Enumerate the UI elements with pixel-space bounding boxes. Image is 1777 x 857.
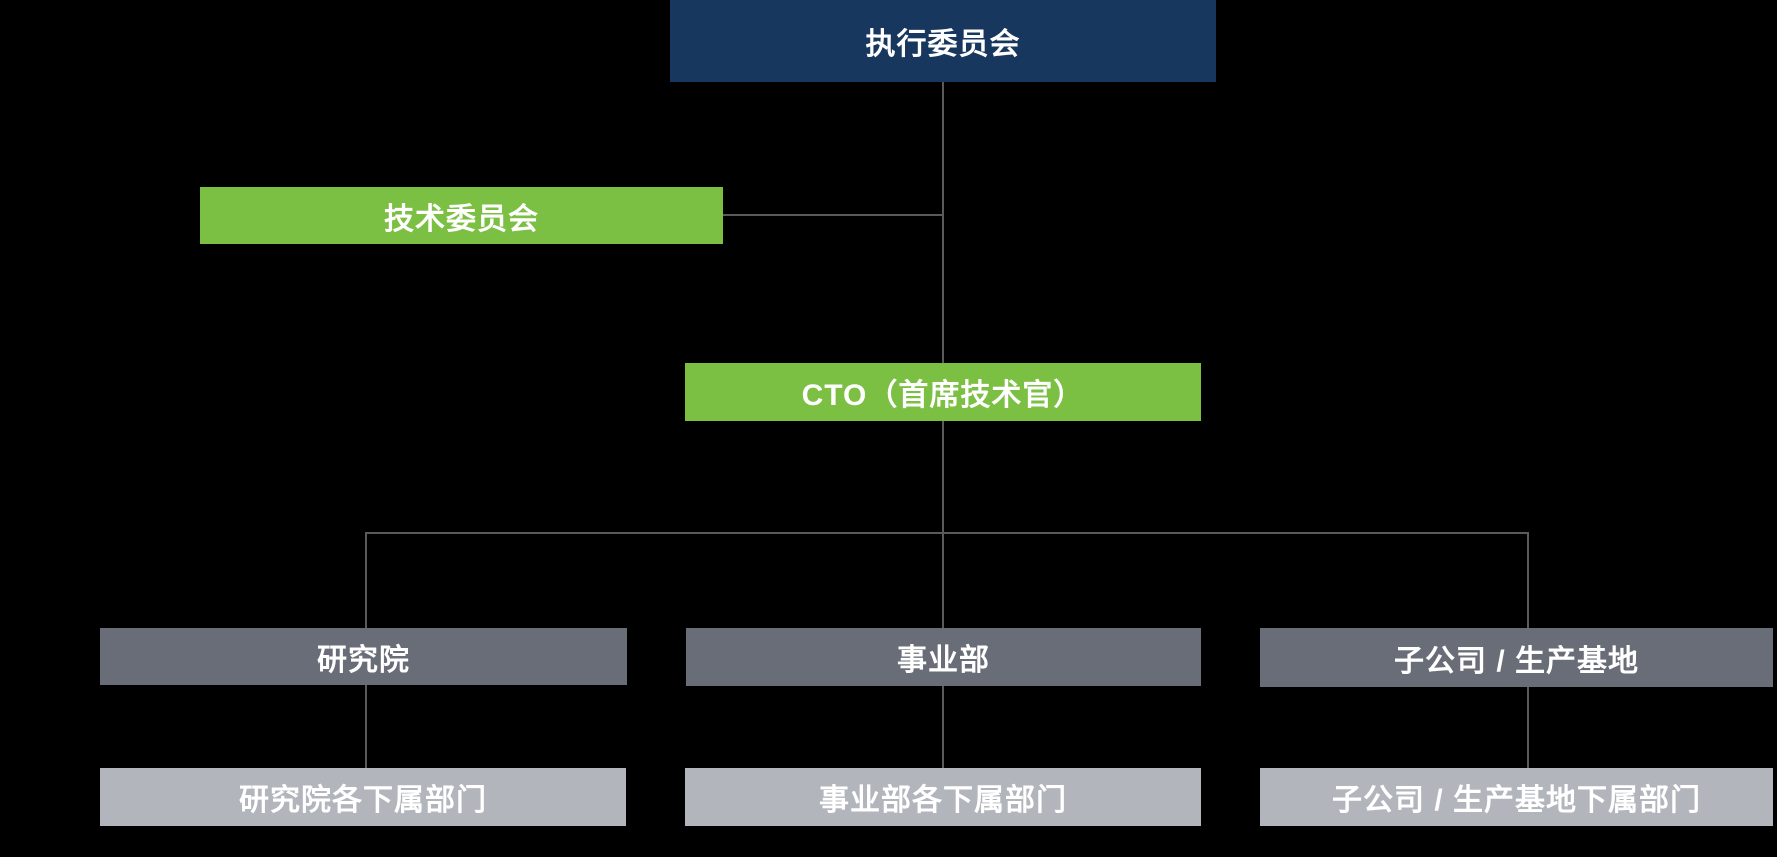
connector-research-to-dept [365, 685, 367, 768]
node-subsidiary: 子公司 / 生产基地 [1260, 628, 1773, 687]
connector-right-drop [1527, 532, 1529, 628]
node-label: 技术委员会 [384, 202, 539, 236]
node-label: 事业部 [897, 644, 990, 677]
node-label: 研究院 [317, 643, 410, 677]
node-label: 研究院各下属部门 [239, 784, 487, 817]
node-label: 执行委员会 [865, 28, 1021, 61]
node-business-division: 事业部 [686, 628, 1201, 686]
node-tech-committee: 技术委员会 [200, 187, 723, 244]
connector-business-to-dept [942, 686, 944, 768]
node-cto: CTO（首席技术官） [685, 363, 1201, 421]
connector-techcommittee [723, 214, 943, 216]
connector-horizontal-bar [365, 532, 1529, 534]
connector-exec-to-cto [942, 82, 944, 363]
node-executive-committee: 执行委员会 [670, 0, 1216, 82]
node-research-institute: 研究院 [100, 628, 627, 685]
connector-cto-down [942, 421, 944, 533]
node-business-departments: 事业部各下属部门 [685, 768, 1201, 826]
node-label: 子公司 / 生产基地 [1393, 644, 1639, 678]
node-label: 事业部各下属部门 [819, 784, 1067, 817]
node-research-departments: 研究院各下属部门 [100, 768, 626, 826]
node-label: CTO（首席技术官） [801, 379, 1085, 412]
node-subsidiary-departments: 子公司 / 生产基地下属部门 [1260, 768, 1773, 826]
connector-subsidiary-to-dept [1527, 687, 1529, 768]
connector-middle-drop [942, 532, 944, 628]
connector-left-drop [365, 532, 367, 628]
node-label: 子公司 / 生产基地下属部门 [1331, 784, 1701, 817]
